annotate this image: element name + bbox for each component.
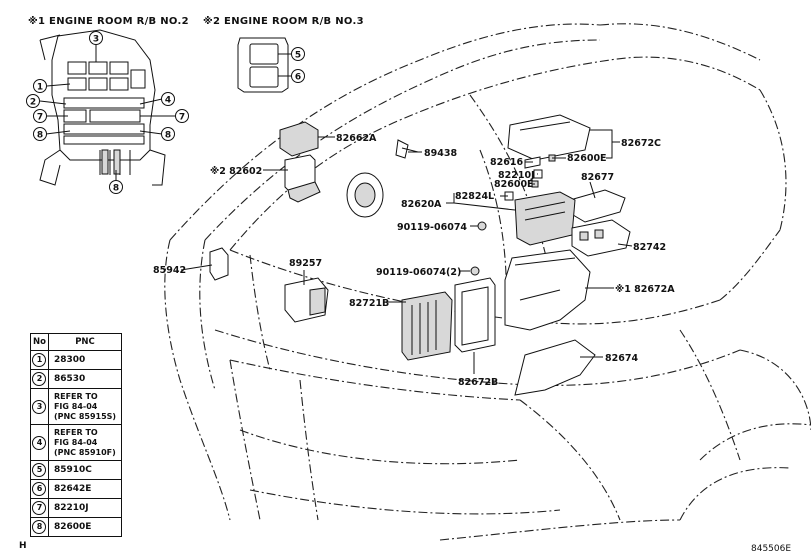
callout-7-right: 7 [175,109,189,123]
part-label-90119-lower: 90119-06074(2) [376,267,461,278]
svg-text:7: 7 [179,113,185,123]
callout-3: 3 [89,31,103,45]
relay-block-no3-inset [237,37,292,93]
row-number: 3 [32,399,47,414]
svg-text:1: 1 [37,83,43,93]
row-pnc: 28300 [47,350,123,370]
part-label-89438: 89438 [424,148,457,159]
table-row: 5 85910C [30,460,123,480]
svg-text:2: 2 [30,98,36,108]
row-pnc: 82600E [47,517,123,537]
row-number: 2 [32,372,47,386]
callout-8-left: 8 [33,127,47,141]
row-pnc: 86530 [47,369,123,389]
part-label-82672C: 82672C [621,138,661,149]
part-label-90119-upper: 90119-06074 [397,222,467,233]
svg-text:3: 3 [93,35,99,45]
row-pnc: REFER TO FIG 84-04 (PNC 85910F) [47,424,123,461]
table-row: 6 82642E [30,479,123,499]
svg-text:7: 7 [37,113,43,123]
table-row: 8 82600E [30,517,123,537]
header-relay-block-no2: ※1 ENGINE ROOM R/B NO.2 [28,15,189,27]
figure-code: 845506E [751,544,792,554]
row-pnc: 85910C [47,460,123,480]
callout-4: 4 [161,92,175,106]
part-label-82602: ※2 82602 [210,166,262,177]
table-row: 1 28300 [30,350,123,370]
svg-text:4: 4 [165,96,171,106]
svg-text:5: 5 [295,51,301,61]
callout-1: 1 [33,79,47,93]
svg-text:8: 8 [165,131,171,141]
footer-mark: H [19,541,27,551]
row-pnc: REFER TO FIG 84-04 (PNC 85915S) [47,388,123,425]
part-label-89257: 89257 [289,258,322,269]
col-header-no: No [30,333,49,351]
part-label-82672B: 82672B [458,377,498,388]
row-pnc: 82642E [47,479,123,499]
row-number: 5 [32,463,47,477]
svg-text:8: 8 [113,184,119,194]
part-label-82616: 82616 [490,157,523,168]
callout-2: 2 [26,94,40,108]
components [209,114,631,396]
table-row: 3 REFER TO FIG 84-04 (PNC 85915S) [30,388,123,425]
part-label-85942: 85942 [153,265,186,276]
leader-lines [180,129,633,374]
part-label-82674: 82674 [605,353,638,364]
callout-8-bottom: 8 [109,180,123,194]
table-header-row: No PNC [30,333,123,351]
row-number: 7 [32,501,47,515]
row-number: 1 [32,353,47,367]
header-relay-block-no3: ※2 ENGINE ROOM R/B NO.3 [203,15,364,27]
part-label-82600E: 82600E [567,153,607,164]
part-label-82677: 82677 [581,172,614,183]
row-number: 4 [32,435,47,450]
col-header-pnc: PNC [47,333,123,351]
row-pnc: 82210J [47,498,123,518]
part-label-82210J: 82210J [498,170,535,181]
table-row: 7 82210J [30,498,123,518]
table-row: 2 86530 [30,369,123,389]
table-row: 4 REFER TO FIG 84-04 (PNC 85910F) [30,424,123,461]
svg-text:8: 8 [37,131,43,141]
svg-text:6: 6 [295,73,301,83]
part-label-82662A: 82662A [336,133,377,144]
row-number: 6 [32,482,47,496]
relay-block-no2-inset [39,29,176,186]
row-number: 8 [32,520,47,534]
callout-5: 5 [291,47,305,61]
pnc-reference-table: No PNC 1 28300 2 86530 3 REFER TO FIG 84… [30,333,123,537]
part-label-82672A: ※1 82672A [615,284,675,295]
callout-6: 6 [291,69,305,83]
callout-7-left: 7 [33,109,47,123]
callout-8-right: 8 [161,127,175,141]
part-label-82742: 82742 [633,242,666,253]
part-label-82620A: 82620A [401,199,442,210]
part-label-82824L: 82824L [455,191,494,202]
part-label-82600E-lower: 82600E [494,179,534,190]
part-label-82721B: 82721B [349,298,389,309]
